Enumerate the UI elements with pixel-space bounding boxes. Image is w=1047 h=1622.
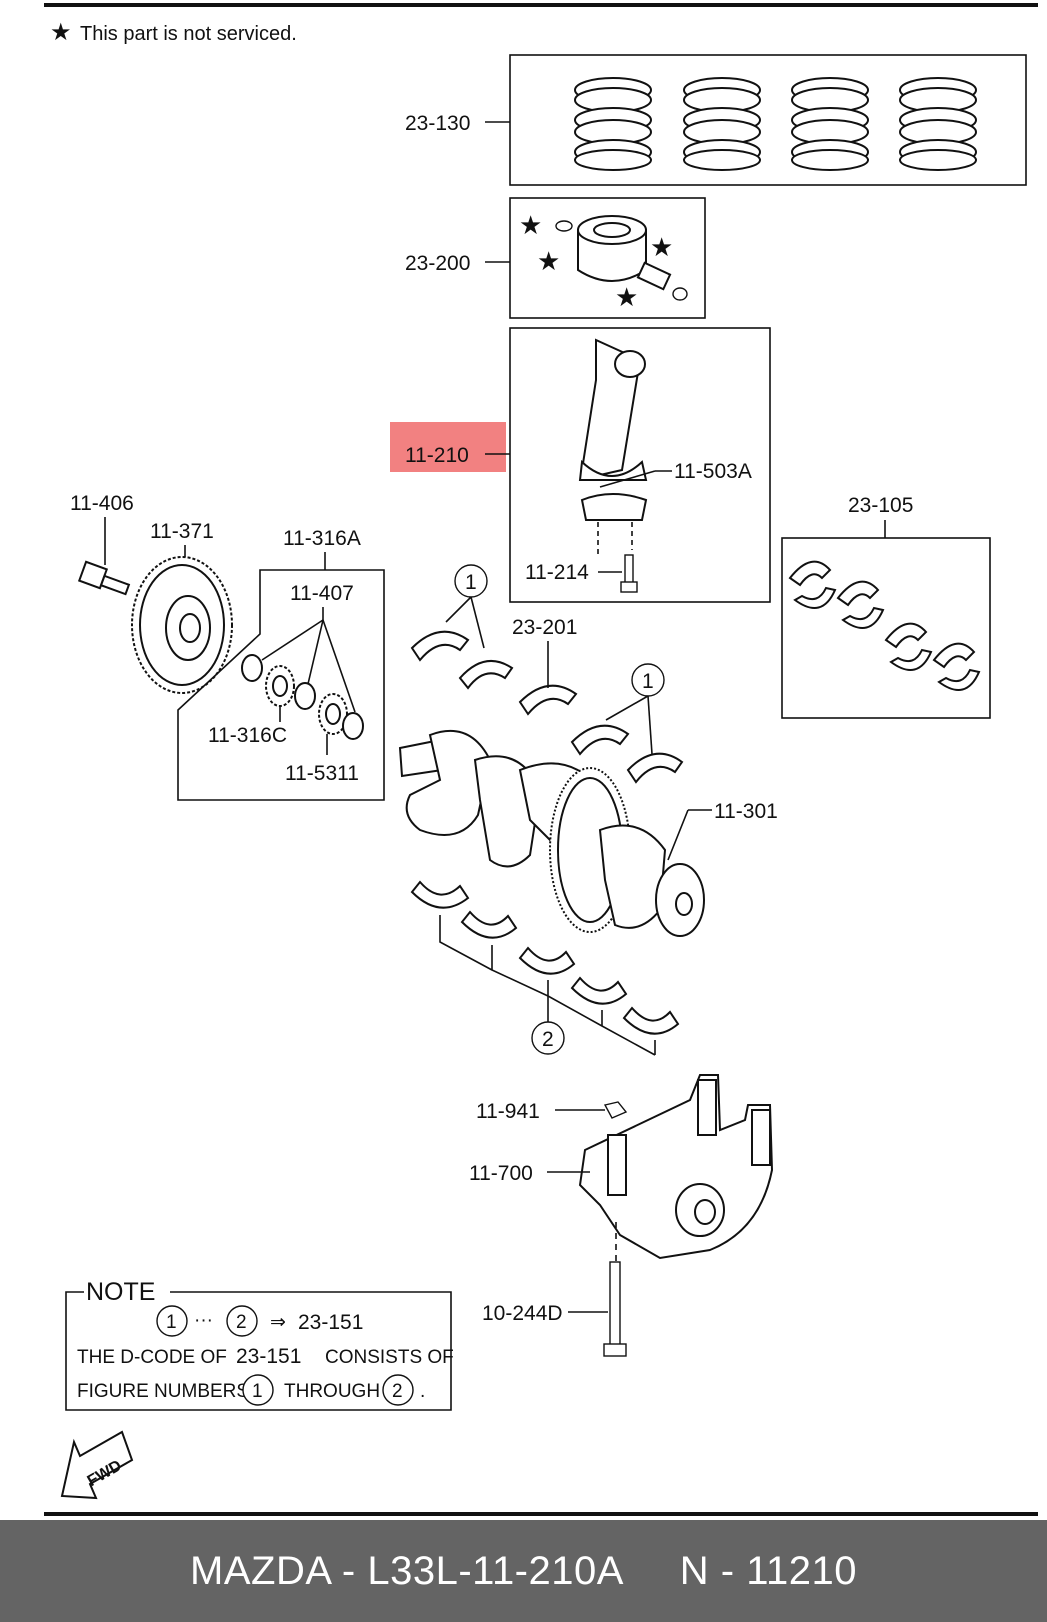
circle-2-marker <box>531 1021 565 1055</box>
callout-11-406[interactable]: 11-406 <box>70 492 134 515</box>
bolt-10-244D-icon <box>603 1261 627 1357</box>
star-icon: ★ <box>519 210 542 240</box>
callout-11-700[interactable]: 11-700 <box>469 1162 533 1185</box>
piston-icon <box>555 215 688 301</box>
legend: ★ This part is not serviced. <box>50 19 297 46</box>
note-line2-b: 23-151 <box>236 1345 301 1368</box>
rod-bearings-box <box>781 537 991 719</box>
note-dots: ··· <box>194 1310 213 1331</box>
circle-2-label: 2 <box>542 1028 554 1051</box>
legend-star-icon: ★ <box>50 19 72 46</box>
piston-box <box>509 197 706 319</box>
note-title: NOTE <box>86 1278 155 1306</box>
piston-rings-box <box>509 54 1027 186</box>
callout-11-941[interactable]: 11-941 <box>476 1100 540 1123</box>
note-box: NOTE 1 ··· 2 ⇒ 23-151 THE D-CODE OF 23-1… <box>65 1278 454 1411</box>
note-circle-1-label: 1 <box>166 1312 177 1333</box>
callout-11-214[interactable]: 11-214 <box>525 561 589 584</box>
footer-bar: MAZDA - L33L-11-210A N - 11210 <box>0 1520 1047 1622</box>
pulley-bolt-icon <box>77 560 131 596</box>
main-bearings-lower-group[interactable]: 2 <box>410 880 680 1056</box>
callout-23-200[interactable]: 23-200 <box>405 252 470 275</box>
crankshaft-icon <box>398 730 705 937</box>
balancer-unit-group[interactable]: 11-941 11-700 10-244D <box>469 1074 774 1357</box>
parts-diagram: ★ This part is not serviced. 23-130 <box>44 3 1038 1516</box>
piston-ring-set-icon <box>574 77 977 171</box>
callout-10-244D[interactable]: 10-244D <box>482 1302 563 1325</box>
note-circle-1 <box>156 1305 188 1337</box>
fwd-arrow-icon: FWD <box>60 1430 134 1500</box>
rod-bearings-group[interactable]: 23-105 <box>781 494 991 719</box>
callout-11-371[interactable]: 11-371 <box>150 520 214 543</box>
balancer-gear-group[interactable]: 11-316A 11-407 11-316C 11-5311 <box>177 527 385 801</box>
connecting-rod-icon <box>578 338 648 593</box>
callout-23-105[interactable]: 23-105 <box>848 494 913 517</box>
note-circle-2-label: 2 <box>236 1312 247 1333</box>
main-bearings-upper-group[interactable]: 1 23-201 1 <box>410 564 684 784</box>
note-target-code: 23-151 <box>298 1311 363 1334</box>
main-bearing-shells-upper-icon <box>410 630 684 784</box>
note-line3-b: 1 <box>252 1381 263 1402</box>
circle-1-label: 1 <box>465 571 477 594</box>
callout-11-301[interactable]: 11-301 <box>714 800 778 823</box>
note-circle-1b <box>242 1374 274 1406</box>
legend-text: This part is not serviced. <box>80 23 297 45</box>
balancer-gears-icon <box>241 654 364 740</box>
note-line2-c: CONSISTS OF <box>325 1347 454 1368</box>
callout-11-316A[interactable]: 11-316A <box>283 527 361 550</box>
footer-part-number: MAZDA - L33L-11-210A N - 11210 <box>190 1548 857 1593</box>
star-icon: ★ <box>537 246 560 276</box>
circle-1-label: 1 <box>642 670 654 693</box>
star-icon: ★ <box>650 232 673 262</box>
note-circle-2 <box>226 1305 258 1337</box>
note-circle-2b <box>382 1374 414 1406</box>
rod-bearing-shells-icon <box>788 560 981 691</box>
main-bearing-shells-lower-icon <box>410 880 680 1035</box>
callout-23-130[interactable]: 23-130 <box>405 112 470 135</box>
callout-23-201[interactable]: 23-201 <box>512 616 577 639</box>
note-arrow-icon: ⇒ <box>270 1312 286 1333</box>
note-line2-a: THE D-CODE OF <box>77 1347 227 1368</box>
piston-rings-group[interactable]: 23-130 <box>405 54 1027 186</box>
star-icon: ★ <box>615 282 638 312</box>
highlight-11-210 <box>390 422 506 472</box>
pulley-group[interactable]: 11-406 11-371 <box>70 492 233 694</box>
callout-11-316C[interactable]: 11-316C <box>208 724 287 747</box>
connecting-rod-group[interactable]: 11-210 11-503A 11-214 <box>390 327 771 603</box>
note-line3-d: 2 <box>392 1381 403 1402</box>
callout-11-407[interactable]: 11-407 <box>290 582 354 605</box>
crank-pulley-icon <box>131 556 233 694</box>
note-line3-a: FIGURE NUMBERS <box>77 1381 249 1402</box>
connecting-rod-box <box>509 327 771 603</box>
callout-11-5311[interactable]: 11-5311 <box>285 762 359 785</box>
crankshaft-group[interactable]: 11-301 <box>398 730 778 937</box>
callout-11-503A[interactable]: 11-503A <box>674 460 752 483</box>
note-line3-c: THROUGH <box>284 1381 380 1402</box>
note-line3-e: . <box>420 1381 425 1402</box>
callout-11-210[interactable]: 11-210 <box>405 444 469 467</box>
balancer-unit-icon <box>578 1074 774 1260</box>
piston-group[interactable]: 23-200 ★ ★ ★ ★ <box>405 197 706 319</box>
